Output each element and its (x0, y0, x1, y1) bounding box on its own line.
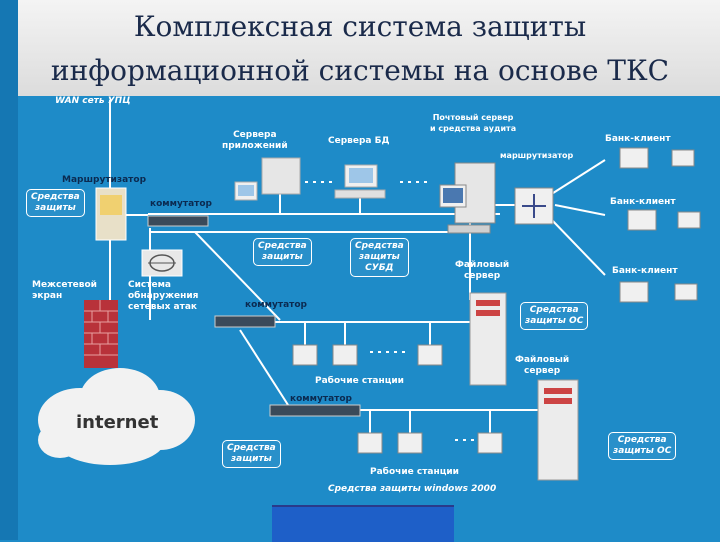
bottom-rectangle (272, 505, 454, 542)
windows-security-label: Средства защиты windows 2000 (328, 484, 497, 494)
switch-1-label: коммутатор (150, 199, 213, 209)
security-os-1-box: Средства защиты ОС (520, 302, 589, 330)
mail-server-line-2: и средства аудита (430, 124, 517, 133)
app-servers-line-1: Сервера (233, 130, 277, 140)
bank-client-3-icon (619, 281, 698, 303)
ids-line-1: Система (128, 280, 171, 290)
firewall-line-1: Межсетевой (32, 280, 97, 290)
security-left-box: Средства защиты (26, 189, 85, 217)
db-server-icon (334, 164, 386, 199)
app-server-icon (234, 157, 301, 201)
bank-client-3-label: Банк-клиент (612, 266, 678, 276)
switch-3-icon (269, 404, 361, 417)
router-2-label: маршрутизатор (500, 151, 574, 160)
firewall-line-2: экран (32, 291, 63, 301)
router-2-icon (514, 187, 554, 225)
security-left-line-2: защиты (34, 203, 76, 213)
bank-client-1-icon (619, 147, 695, 169)
router-label: Маршрутизатор (62, 175, 147, 185)
internet-label: internet (76, 412, 159, 433)
security-mid-box: Средства защиты (253, 238, 312, 266)
security-os-2-line-2: защиты ОС (613, 446, 672, 456)
app-servers-line-2: приложений (222, 141, 288, 151)
security-bottom-line-2: защиты (230, 454, 272, 464)
bank-client-1-label: Банк-клиент (605, 134, 671, 144)
file-server-2-line-1: Файловый (515, 355, 570, 365)
file-server-2-line-2: сервер (524, 366, 561, 376)
file-server-1-line-1: Файловый (455, 260, 510, 270)
dotted-links (305, 181, 475, 441)
router-device (95, 187, 127, 241)
file-server-1-line-2: сервер (464, 271, 501, 281)
internet-cloud-icon (38, 368, 195, 465)
file-server-2-icon (537, 379, 579, 481)
file-server-1-label: Файловый сервер (455, 260, 509, 282)
security-dbms-box: Средства защиты СУБД (350, 238, 409, 277)
ids-label: Система обнаружения сетевых атак (128, 280, 198, 313)
db-servers-label: Сервера БД (328, 136, 390, 146)
workstations-1-label: Рабочие станции (315, 376, 404, 386)
security-mid-line-1: Средства (258, 241, 307, 251)
mail-server-line-1: Почтовый сервер (432, 113, 514, 122)
security-bottom-line-1: Средства (227, 443, 276, 453)
bank-client-2-label: Банк-клиент (610, 197, 676, 207)
app-servers-label: Сервера приложений (222, 130, 288, 152)
security-left-line-1: Средства (31, 192, 80, 202)
left-strip (0, 0, 18, 540)
wan-label: WAN сеть УПЦ (55, 96, 131, 106)
firewall-label: Межсетевой экран (32, 280, 97, 302)
bank-client-2-icon (627, 209, 701, 231)
switch-3-label: коммутатор (290, 394, 353, 404)
security-os-1-line-2: защиты ОС (525, 316, 584, 326)
switch-2-label: коммутатор (245, 300, 308, 310)
security-os-2-line-1: Средства (617, 435, 667, 445)
workstation-row-2-icons (357, 432, 503, 454)
security-dbms-line-3: СУБД (365, 263, 394, 273)
security-bottom-box: Средства защиты (222, 440, 281, 468)
ids-line-3: сетевых атак (128, 302, 198, 312)
switch-1-icon (147, 215, 209, 227)
ids-device-icon (141, 249, 183, 277)
file-server-1-icon (469, 292, 507, 386)
security-dbms-line-2: защиты (358, 252, 400, 262)
mail-server-label: Почтовый сервер и средства аудита (430, 112, 516, 134)
ids-line-2: обнаружения (128, 291, 199, 301)
title-line-2: информационной системы на основе ТКС (50, 54, 670, 87)
title-bar (18, 0, 720, 96)
security-os-2-box: Средства защиты ОС (608, 432, 677, 460)
title-line-1: Комплексная система защиты (133, 10, 587, 43)
security-mid-line-2: защиты (261, 252, 303, 262)
workstation-row-1-icons (292, 344, 443, 366)
security-dbms-line-1: Средства (355, 241, 404, 251)
mail-server-icon (439, 162, 496, 234)
switch-2-icon (214, 315, 276, 328)
file-server-2-label: Файловый сервер (515, 355, 569, 377)
workstations-2-label: Рабочие станции (370, 467, 459, 477)
security-os-1-line-1: Средства (529, 305, 579, 315)
firewall-icon (84, 300, 118, 368)
